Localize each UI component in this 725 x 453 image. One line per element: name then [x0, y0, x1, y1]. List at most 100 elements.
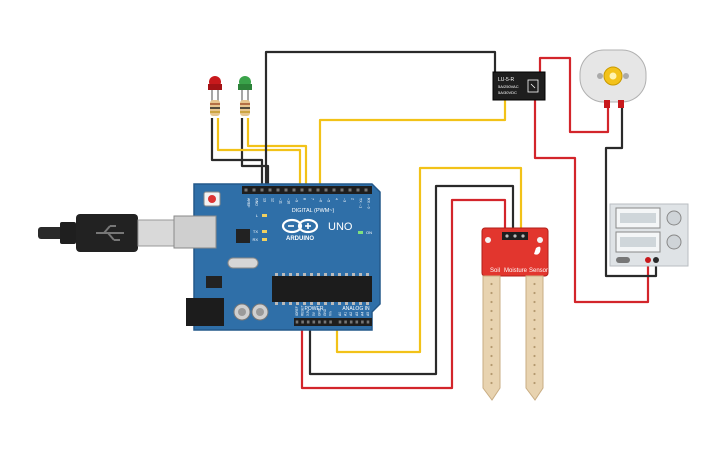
- digital-pin-hole[interactable]: [332, 188, 336, 192]
- probe-trace-dot: [533, 336, 536, 340]
- probe-trace-dot: [533, 318, 536, 322]
- probe-trace-dot: [490, 300, 493, 304]
- wire-led-red-gnd: [210, 118, 264, 188]
- power-label: POWER: [305, 306, 324, 312]
- sensor-label-moisture: Moisture: [504, 268, 528, 274]
- analog-pin-hole[interactable]: [355, 320, 359, 324]
- digital-pin-hole[interactable]: [276, 188, 280, 192]
- probe-trace-dot: [490, 327, 493, 331]
- chip-pin: [310, 302, 313, 305]
- analog-pin-label: A4: [360, 312, 364, 316]
- digital-pwm-label: DIGITAL (PWM~): [292, 208, 335, 214]
- analog-pin-hole[interactable]: [366, 320, 370, 324]
- analog-pin-hole[interactable]: [344, 320, 347, 324]
- digital-pin-label: ~6: [319, 198, 323, 202]
- analog-pin-hole[interactable]: [349, 320, 353, 324]
- power-pin-hole[interactable]: [329, 320, 332, 324]
- relay-model: LU-5-R: [498, 77, 515, 83]
- power-pin-hole[interactable]: [318, 320, 321, 324]
- probe-trace-dot: [490, 291, 493, 295]
- digital-pin-hole[interactable]: [292, 188, 296, 192]
- chip-pin: [338, 273, 341, 276]
- digital-pin-hole[interactable]: [308, 188, 312, 192]
- chip-pin: [317, 302, 320, 305]
- digital-pin-label: TX→1: [359, 198, 363, 208]
- chip-pin: [289, 302, 292, 305]
- rx-led: [262, 238, 267, 241]
- digital-pin-hole[interactable]: [340, 188, 344, 192]
- chip-pin: [303, 273, 306, 276]
- chip-pin: [282, 273, 285, 276]
- psu-knob-current: [666, 234, 682, 250]
- chip-pin: [345, 273, 348, 276]
- digital-pin-hole[interactable]: [268, 188, 272, 192]
- atmega-chip: [272, 276, 372, 302]
- chip-pin: [282, 302, 285, 305]
- analog-pin-hole[interactable]: [361, 320, 364, 324]
- chip-pin: [324, 273, 327, 276]
- chip-pin: [352, 302, 355, 305]
- board-usb-jack: [173, 215, 217, 249]
- digital-pin-label: 13: [263, 198, 267, 202]
- digital-pin-hole[interactable]: [348, 188, 352, 192]
- probe-trace-dot: [533, 363, 536, 367]
- power-pin-label: RESET: [301, 305, 305, 316]
- digital-pin-hole[interactable]: [300, 188, 304, 192]
- power-pin-hole[interactable]: [301, 320, 304, 324]
- probe-trace-dot: [533, 381, 536, 385]
- probe-trace-dot: [533, 372, 536, 376]
- usb-cable-strain: [60, 222, 76, 244]
- digital-pin-hole[interactable]: [316, 188, 320, 192]
- digital-pin-hole[interactable]: [260, 188, 264, 192]
- tx-label: TX: [253, 229, 258, 234]
- probe-trace-dot: [490, 318, 493, 322]
- probe-trace-dot: [490, 336, 493, 340]
- wire-led-green-pin: [246, 118, 308, 188]
- digital-pin-label: ~9: [295, 198, 299, 202]
- dc-jack: [186, 298, 224, 326]
- chip-pin: [345, 302, 348, 305]
- chip-pin: [296, 273, 299, 276]
- power-pin-hole[interactable]: [306, 320, 310, 324]
- digital-pin-label: ~5: [327, 198, 331, 202]
- wire-sensor-signal: [335, 166, 523, 354]
- wire-led-green-gnd: [240, 118, 270, 188]
- analog-pin-label: A1: [344, 312, 348, 316]
- digital-pin-label: 4: [335, 198, 339, 200]
- digital-pin-label: 2: [351, 198, 355, 200]
- chip-pin: [324, 302, 327, 305]
- relay-symbol-icon: [527, 79, 539, 93]
- relay-rating-ac: 5A/250VAC: [498, 84, 519, 89]
- digital-pin-label: 7: [311, 198, 315, 200]
- wire-relay-signal: [318, 95, 507, 188]
- analog-pin-hole[interactable]: [338, 320, 342, 324]
- power-pin-hole[interactable]: [323, 320, 327, 324]
- tx-led: [262, 230, 267, 233]
- usb-icon: [96, 225, 124, 241]
- probe-trace-dot: [533, 327, 536, 331]
- psu-terminal-pos: [645, 257, 651, 263]
- analog-header: [336, 318, 372, 326]
- digital-pin-hole[interactable]: [244, 188, 248, 192]
- motor-terminal-pos: [604, 100, 610, 108]
- power-pin-hole[interactable]: [295, 320, 299, 324]
- digital-pin-hole[interactable]: [356, 188, 360, 192]
- power-pin-label: 3.3V: [306, 309, 310, 316]
- digital-pin-label: GND: [255, 198, 259, 206]
- digital-pin-hole[interactable]: [324, 188, 328, 192]
- digital-pin-hole[interactable]: [252, 188, 256, 192]
- power-pin-hole[interactable]: [312, 320, 316, 324]
- digital-pin-hole[interactable]: [364, 188, 368, 192]
- digital-pin-hole[interactable]: [284, 188, 288, 192]
- power-pin-label: Vin: [329, 311, 333, 316]
- probe-trace-dot: [490, 372, 493, 376]
- rx-label: RX: [252, 237, 258, 242]
- chip-pin: [366, 273, 369, 276]
- sensor-label-sensor: Sensor: [529, 268, 548, 274]
- digital-header: [242, 186, 372, 194]
- digital-pin-label: RX←0: [367, 198, 371, 209]
- chip-pin: [275, 273, 278, 276]
- wire-led-red-pin: [216, 118, 302, 188]
- chip-pin: [352, 273, 355, 276]
